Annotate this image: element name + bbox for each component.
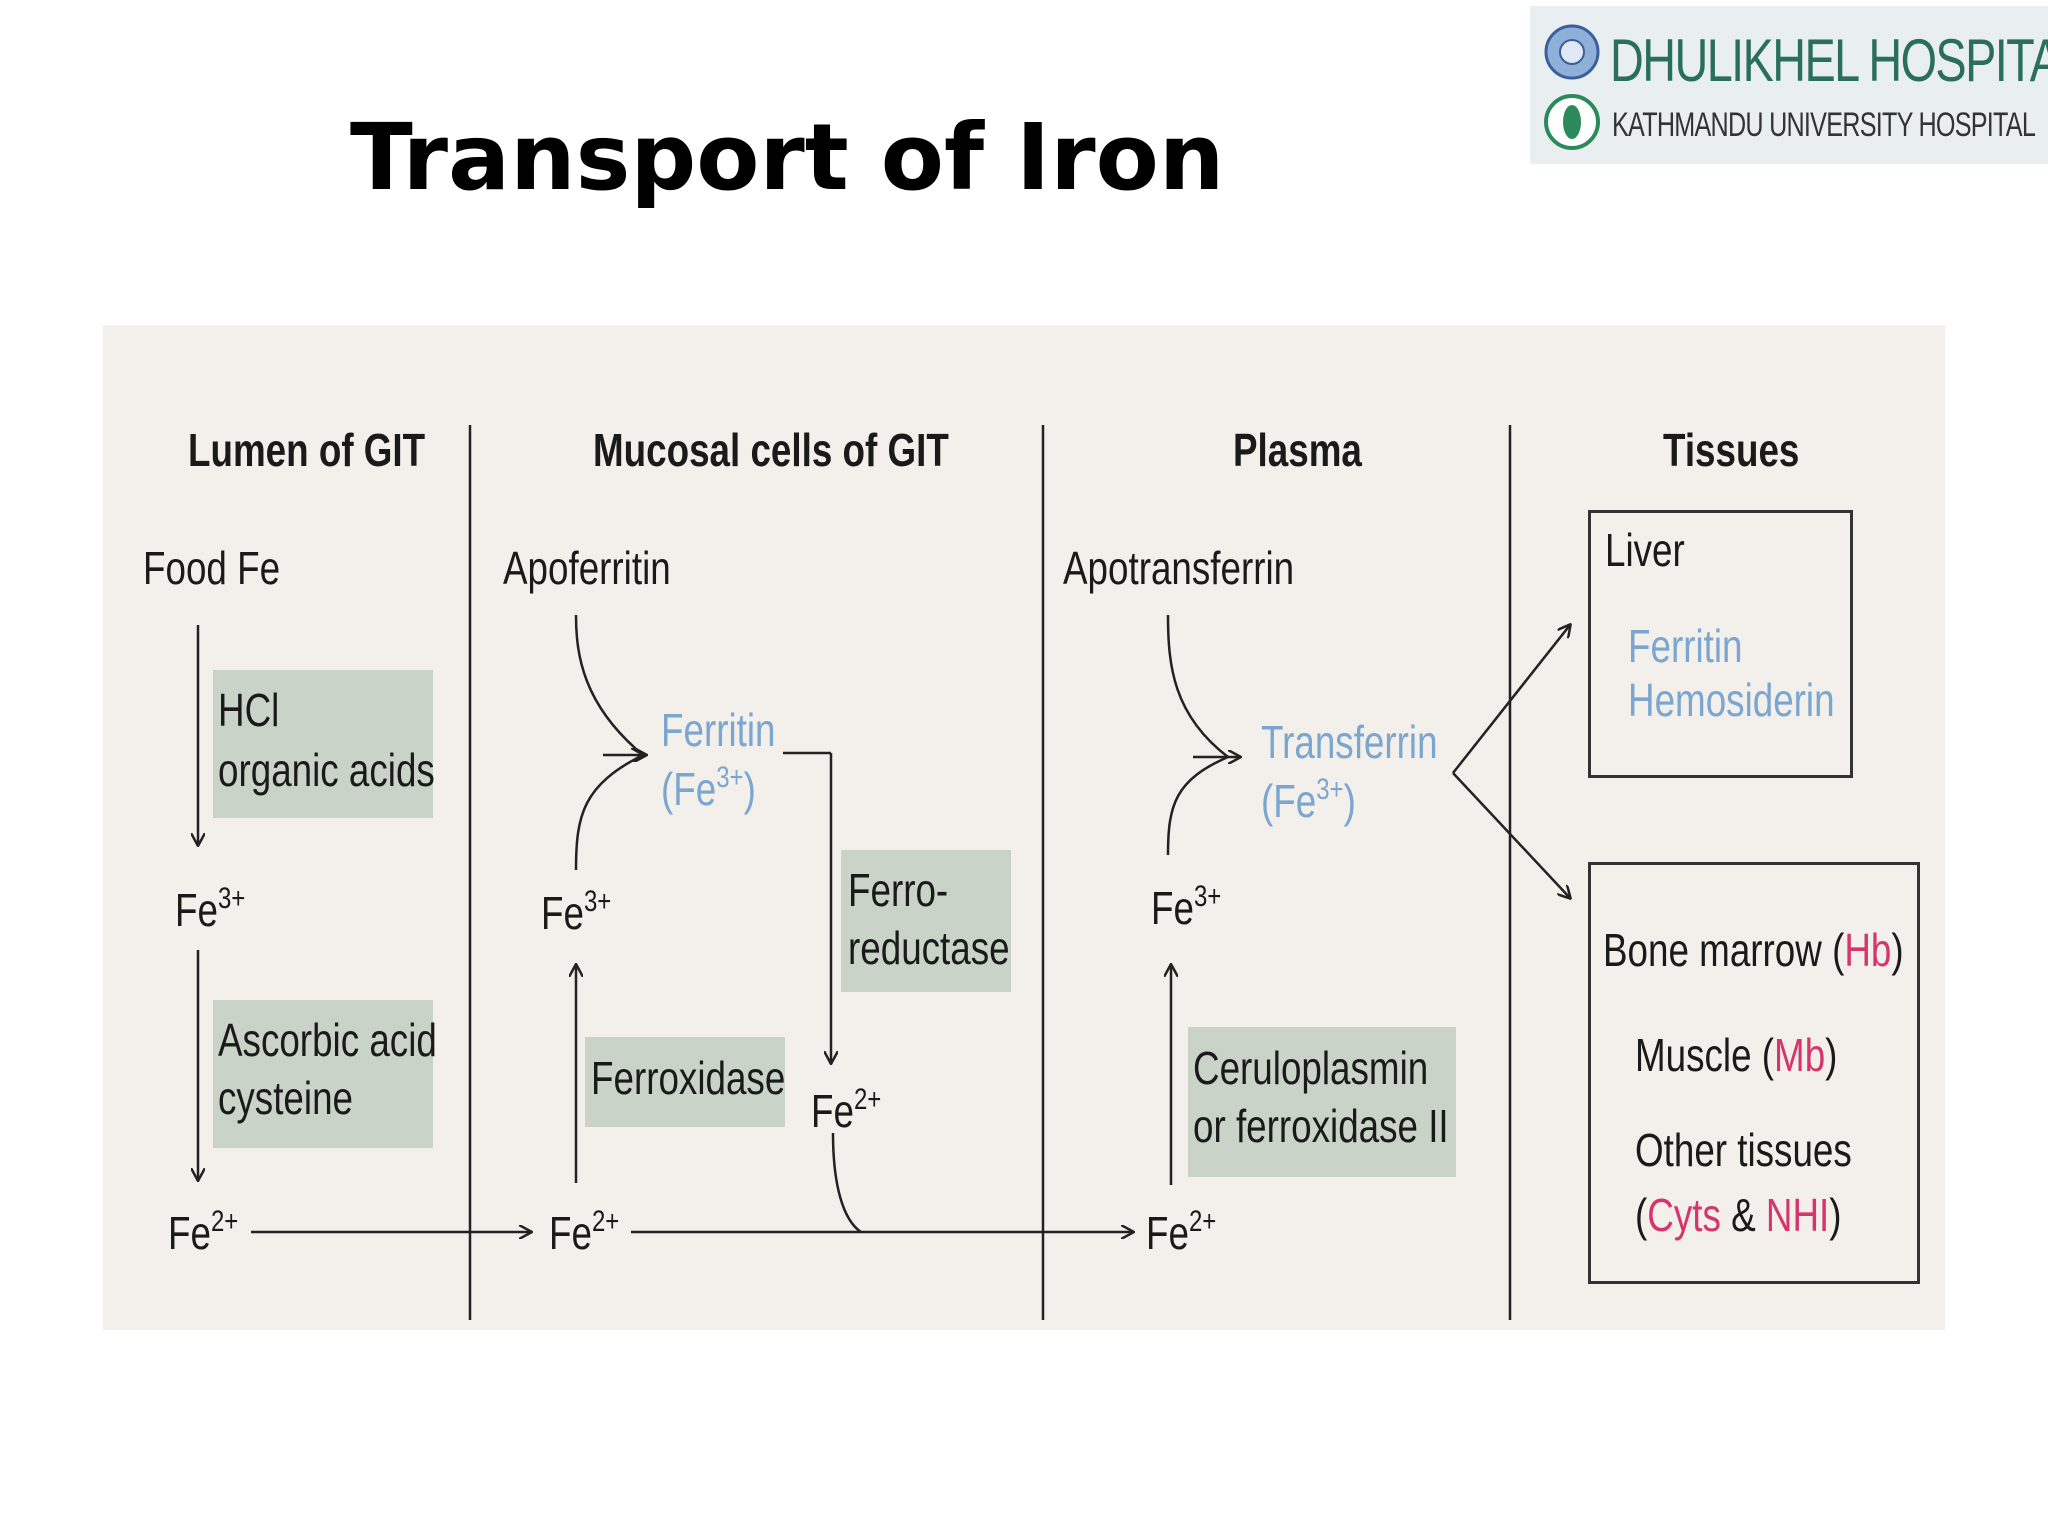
shade-ceruloplasmin <box>1188 1027 1456 1177</box>
shade-ferroreductase <box>841 850 1011 992</box>
shade-ascorbic <box>213 1000 433 1148</box>
label-ferritin-fe3: (Fe3+) <box>661 761 756 815</box>
label-apotransferrin: Apotransferrin <box>1063 542 1295 594</box>
label-ferroreductase-2: reductase <box>848 922 1010 974</box>
header-plasma: Plasma <box>1233 424 1362 476</box>
hospital-logo: DHULIKHEL HOSPITAL KATHMANDU UNIVERSITY … <box>1530 6 2048 164</box>
label-transferrin-fe3: (Fe3+) <box>1261 773 1356 827</box>
label-plasma-fe2: Fe2+ <box>1146 1205 1217 1259</box>
label-mucosal-fe2-right: Fe2+ <box>811 1083 882 1137</box>
label-hemosiderin: Hemosiderin <box>1628 674 1835 726</box>
label-plasma-fe3: Fe3+ <box>1151 880 1222 934</box>
logo-name: DHULIKHEL HOSPITAL <box>1610 27 2048 94</box>
label-ferritin: Ferritin <box>661 704 776 756</box>
label-muscle: Muscle (Mb) <box>1635 1029 1838 1081</box>
label-ascorbic-acid: Ascorbic acid <box>218 1014 437 1066</box>
label-other-tissues: Other tissues <box>1635 1124 1852 1176</box>
label-ferroxidase-ii: or ferroxidase II <box>1193 1100 1449 1152</box>
iron-transport-diagram: Lumen of GIT Mucosal cells of GIT Plasma… <box>103 325 1945 1330</box>
label-apoferritin: Apoferritin <box>503 542 671 594</box>
label-liver: Liver <box>1605 524 1685 576</box>
label-ferroxidase: Ferroxidase <box>591 1052 786 1104</box>
label-lumen-fe3: Fe3+ <box>175 882 246 936</box>
diagram-lines <box>103 425 1945 1320</box>
label-liver-ferritin: Ferritin <box>1628 620 1743 672</box>
label-transferrin: Transferrin <box>1261 716 1438 768</box>
label-mucosal-fe3: Fe3+ <box>541 885 612 939</box>
label-food-fe: Food Fe <box>143 542 281 594</box>
header-mucosal: Mucosal cells of GIT <box>593 424 949 476</box>
label-organic-acids: organic acids <box>218 744 435 796</box>
hospital-emblem-icon <box>1544 24 1600 150</box>
header-tissues: Tissues <box>1663 424 1800 476</box>
label-ceruloplasmin: Ceruloplasmin <box>1193 1042 1429 1094</box>
label-hcl: HCl <box>218 684 280 736</box>
header-lumen: Lumen of GIT <box>188 424 426 476</box>
label-bone-marrow: Bone marrow (Hb) <box>1603 924 1904 976</box>
shade-hcl <box>213 670 433 818</box>
liver-box <box>1588 510 1853 778</box>
slide-title: Transport of Iron <box>350 104 1225 211</box>
label-cyts-nhi: (Cyts & NHI) <box>1635 1189 1842 1241</box>
label-lumen-fe2: Fe2+ <box>168 1205 239 1259</box>
label-mucosal-fe2-bottom: Fe2+ <box>549 1205 620 1259</box>
logo-subtitle: KATHMANDU UNIVERSITY HOSPITAL <box>1612 106 2036 144</box>
label-ferroreductase-1: Ferro- <box>848 864 949 916</box>
shade-ferroxidase <box>585 1037 785 1127</box>
peripheral-tissues-box <box>1588 862 1920 1284</box>
label-cysteine: cysteine <box>218 1072 353 1124</box>
